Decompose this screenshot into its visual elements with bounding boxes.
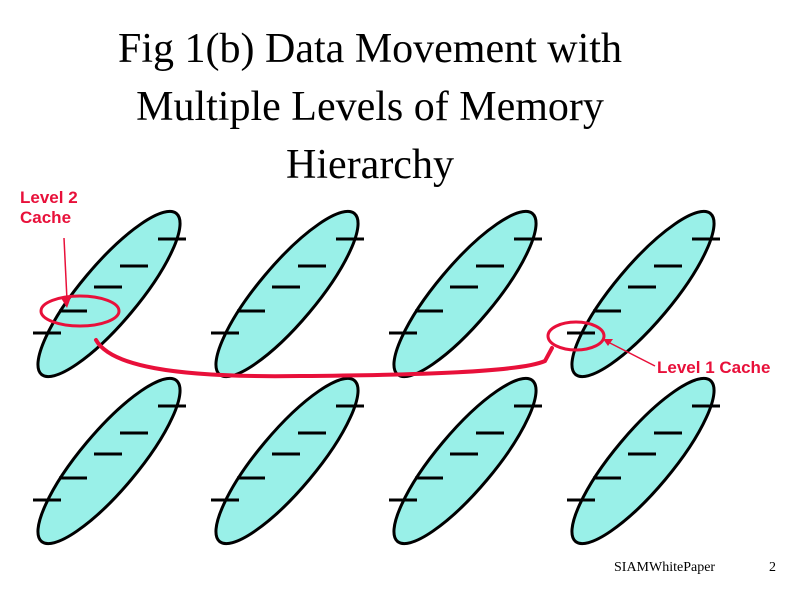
processor-node bbox=[389, 209, 542, 379]
processor-node bbox=[567, 209, 720, 379]
level2-leader-arrowhead bbox=[61, 297, 71, 308]
annotation-group bbox=[39, 237, 656, 379]
slide-title: Fig 1(b) Data Movement with Multiple Lev… bbox=[40, 20, 700, 194]
level1-cache-label: Level 1 Cache bbox=[657, 358, 771, 377]
title-line-2: Multiple Levels of Memory bbox=[136, 84, 604, 130]
level2-cache-label: Level 2 Cache bbox=[20, 188, 78, 228]
processor-ellipse bbox=[570, 376, 716, 546]
processor-group bbox=[33, 209, 720, 546]
processor-node bbox=[211, 209, 364, 379]
processor-ellipse bbox=[392, 376, 538, 546]
level2-label-line-2: Cache bbox=[20, 208, 72, 227]
processor-ellipse bbox=[214, 209, 360, 379]
level1-cache-highlight bbox=[546, 320, 606, 352]
footer-text: SIAMWhitePaper bbox=[614, 560, 716, 575]
level1-leader-arrowhead bbox=[603, 339, 613, 346]
level2-leader-line bbox=[63, 237, 68, 301]
level1-leader-line bbox=[607, 341, 656, 367]
level2-cache-highlight bbox=[39, 294, 121, 328]
level2-label-line-1: Level 2 bbox=[20, 188, 78, 207]
page-number: 2 bbox=[769, 560, 776, 575]
processor-ellipse bbox=[570, 209, 716, 379]
processor-node bbox=[33, 209, 186, 379]
processor-node bbox=[567, 376, 720, 546]
title-line-1: Fig 1(b) Data Movement with bbox=[118, 26, 622, 72]
processor-ellipse bbox=[36, 209, 182, 379]
data-movement-arrow bbox=[94, 338, 554, 379]
processor-ellipse bbox=[214, 376, 360, 546]
processor-node bbox=[211, 376, 364, 546]
title-line-3: Hierarchy bbox=[286, 142, 454, 188]
processor-node bbox=[389, 376, 542, 546]
processor-node bbox=[33, 376, 186, 546]
processor-ellipse bbox=[392, 209, 538, 379]
processor-ellipse bbox=[36, 376, 182, 546]
